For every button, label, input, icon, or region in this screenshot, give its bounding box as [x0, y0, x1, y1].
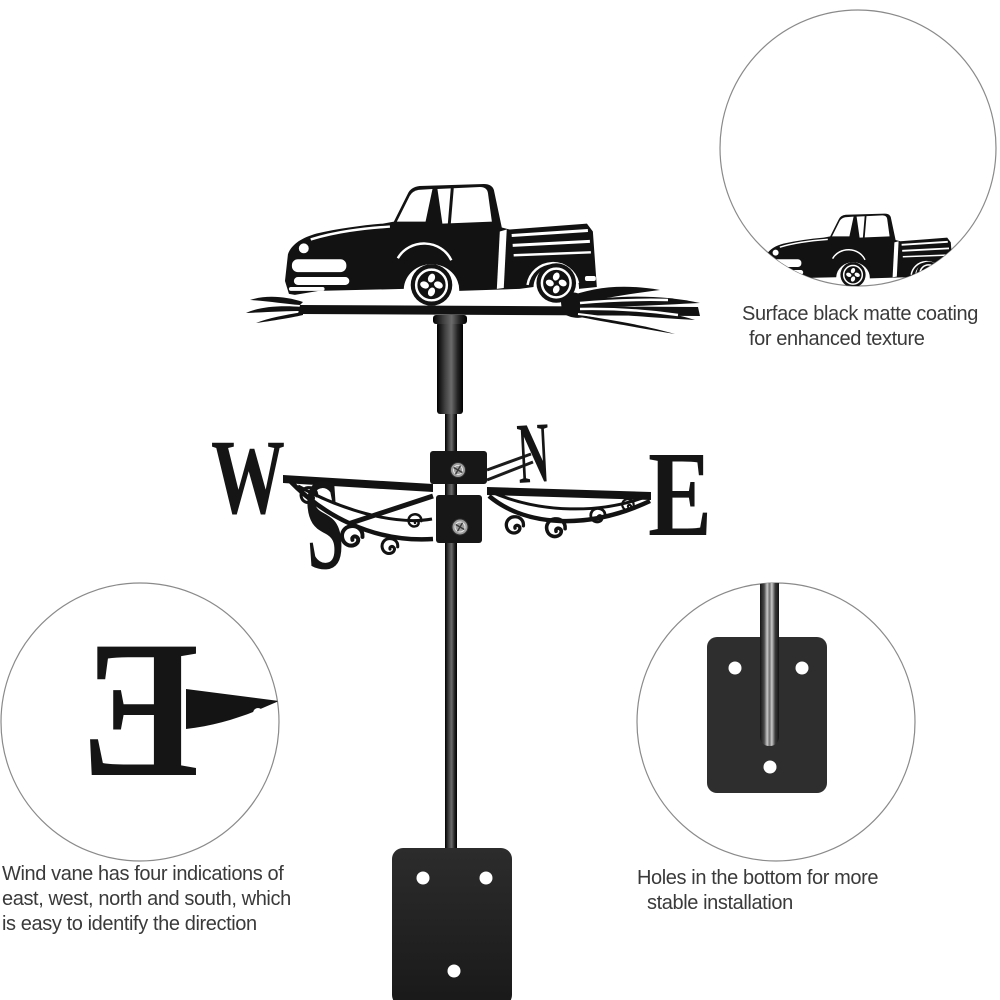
truck-silhouette [283, 182, 599, 308]
annotation-line: east, west, north and south, which [2, 888, 291, 910]
direction-letter-west: W [211, 419, 285, 537]
direction-letter-south: S [300, 451, 348, 598]
magnified-east-letter: E [81, 601, 199, 818]
callout-circle [0, 582, 280, 862]
scrollwork-right [487, 489, 651, 539]
annotation-line: Surface black matte coating [742, 303, 978, 325]
callout-installation [636, 582, 916, 862]
truck-ornament [246, 182, 700, 334]
direction-letter-east: E [648, 427, 712, 562]
plate-hole [447, 964, 461, 978]
annotation-line: Holes in the bottom for more [637, 867, 879, 889]
pole-cap [433, 315, 467, 324]
north-arm-edge [486, 460, 534, 482]
annotation-installation: Holes in the bottom for more stable inst… [637, 866, 879, 916]
flames-left [246, 296, 303, 323]
plate-hole [763, 760, 777, 774]
plate-hole [728, 661, 742, 675]
hub-screw-lower [451, 518, 469, 536]
arm-flame-notch [253, 708, 263, 718]
callout-circle [719, 9, 997, 287]
annotation-line: Wind vane has four indications of [2, 863, 284, 885]
south-arm [347, 493, 434, 527]
east-arm [487, 487, 651, 500]
west-arm [283, 475, 433, 492]
pole [433, 315, 467, 849]
north-arm [486, 452, 532, 472]
annotation-wind-directions: Wind vane has four indications of east, … [2, 862, 291, 937]
plate-hole [479, 871, 493, 885]
annotation-line: stable installation [647, 892, 793, 914]
direction-cross: W E N S [211, 403, 712, 598]
callout-direction-letter: E [0, 582, 280, 862]
vane-arm-detail [186, 689, 279, 729]
pole-detail [760, 583, 779, 746]
annotation-line: is easy to identify the direction [2, 913, 257, 935]
hub-screw-upper [450, 462, 466, 478]
pole-sleeve [437, 322, 463, 414]
direction-letter-north: N [515, 403, 552, 502]
plate-hole [416, 871, 430, 885]
annotation-coating: Surface black matte coating for enhanced… [742, 302, 978, 352]
annotation-line: for enhanced texture [749, 328, 925, 350]
mounting-plate [392, 848, 512, 1000]
scrollwork-left [288, 479, 434, 556]
plate-hole [795, 661, 809, 675]
weathervane: W E N S [211, 182, 712, 1000]
flames-right [560, 286, 700, 334]
callout-coating [719, 9, 997, 287]
